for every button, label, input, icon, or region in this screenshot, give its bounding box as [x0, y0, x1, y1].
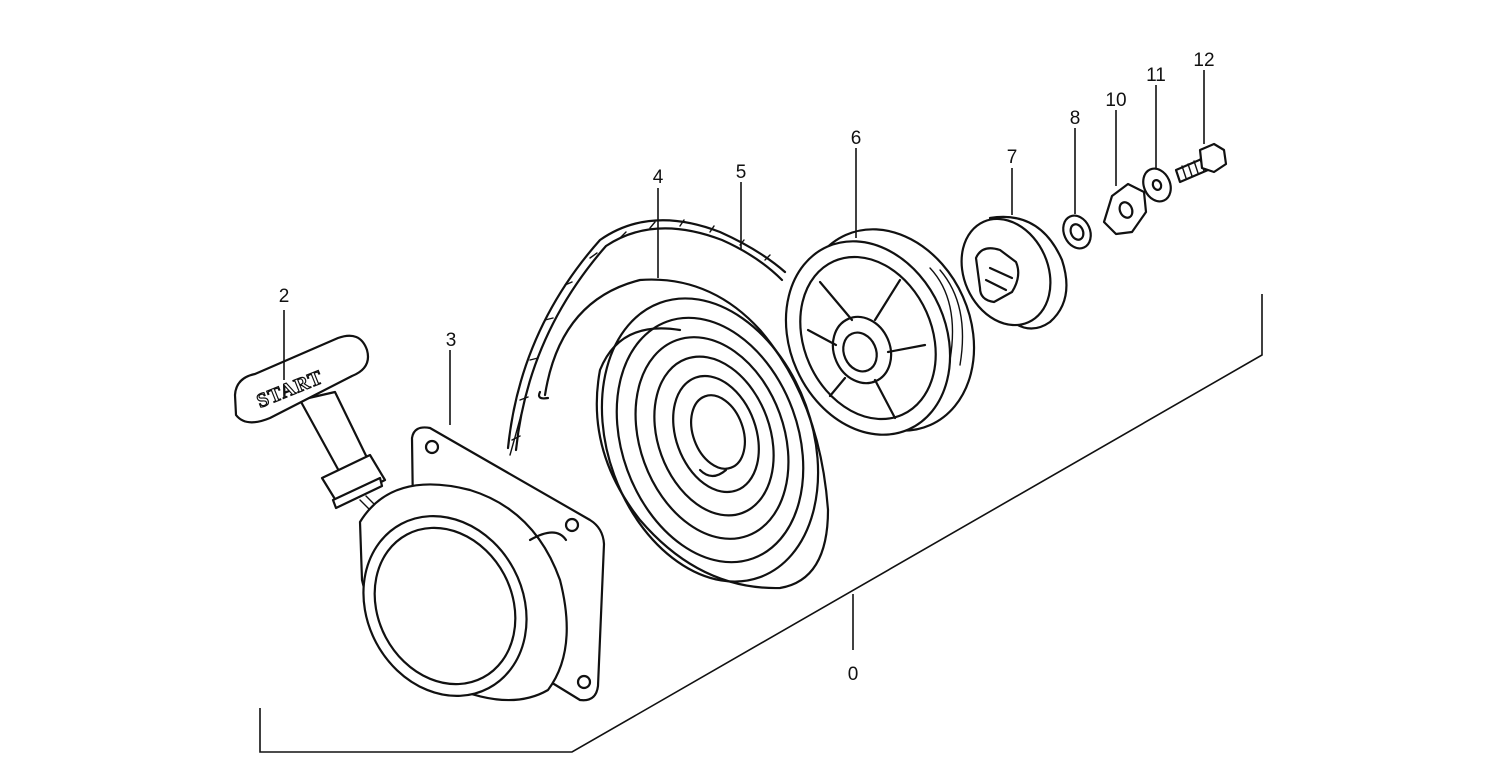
part-10-friction-plate [1102, 182, 1148, 236]
part-7-ratchet-drum [960, 215, 1068, 330]
assembly-bracket [259, 294, 1263, 753]
callout-2: 2 [279, 286, 290, 307]
part-3-starter-case [358, 379, 606, 702]
callout-numbers: 0 2 3 4 5 6 7 8 10 11 12 [279, 50, 1215, 685]
callout-11: 11 [1146, 65, 1166, 86]
part-6-pulley [784, 228, 976, 436]
part-12-bolt [1174, 142, 1228, 184]
callout-3: 3 [446, 330, 457, 351]
callout-12: 12 [1193, 50, 1214, 71]
callout-4: 4 [653, 167, 664, 188]
callout-7: 7 [1007, 147, 1018, 168]
part-5-starter-rope [506, 219, 787, 452]
callout-6: 6 [851, 128, 862, 149]
part-11-washer [1142, 167, 1172, 203]
part-8-nut [1062, 214, 1092, 250]
callout-0: 0 [848, 664, 859, 685]
callout-8: 8 [1070, 108, 1081, 129]
callout-10: 10 [1105, 90, 1126, 111]
part-4-recoil-spring [537, 278, 830, 590]
part-2-start-handle: START [233, 334, 387, 521]
callout-leaders [283, 70, 1205, 425]
callout-5: 5 [736, 162, 747, 183]
